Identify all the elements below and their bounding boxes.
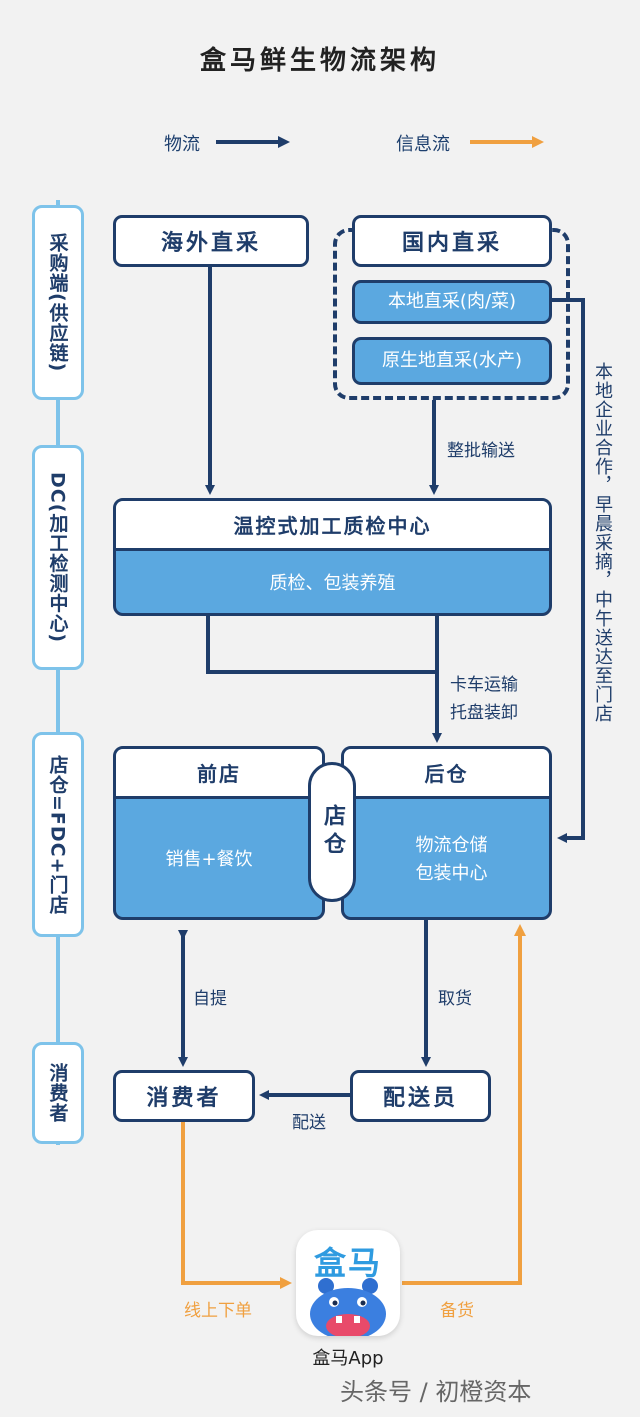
stage-dc-label: DC(加工检测中心) (46, 471, 69, 644)
rear-warehouse-body-line1: 物流仓储 (415, 834, 488, 856)
box-origin-direct: 原生地直采(水产) (352, 337, 552, 385)
arrow-consumer-to-app (181, 1122, 292, 1289)
legend-logistics-arrow (216, 136, 290, 148)
box-overseas-direct: 海外直采 (113, 215, 309, 267)
arrow-app-to-warehouse (402, 924, 526, 1285)
watermark: 头条号 / 初橙资本 (340, 1378, 532, 1406)
stage-dc: DC(加工检测中心) (32, 445, 84, 670)
store-warehouse-pill: 店仓 (308, 762, 356, 902)
dc-center-title: 温控式加工质检中心 (116, 501, 549, 551)
hippo-mascot-icon (310, 1278, 386, 1336)
stage-connector-line (56, 200, 60, 1145)
hema-app-icon[interactable]: 盒马 (296, 1230, 400, 1336)
rear-warehouse-body-line2: 包装中心 (415, 862, 488, 884)
stage-store: 店仓=FDC+门店 (32, 732, 84, 937)
label-local-cooperation: 本地企业合作，早晨采摘，中午送达至门店 (592, 362, 613, 723)
box-local-direct: 本地直采(肉/菜) (352, 280, 552, 324)
rear-warehouse-body: 物流仓储 包装中心 (344, 799, 549, 917)
box-consumer: 消费者 (113, 1070, 255, 1122)
stage-store-label: 店仓=FDC+门店 (46, 754, 69, 915)
front-store-title: 前店 (116, 749, 322, 799)
stage-sourcing-label: 采购端(供应链) (46, 232, 69, 373)
label-delivery: 配送 (292, 1113, 326, 1133)
store-warehouse-label: 店仓 (320, 804, 345, 860)
hema-app-icon-text: 盒马 (313, 1244, 382, 1282)
box-courier: 配送员 (350, 1070, 491, 1122)
label-online-order: 线上下单 (184, 1301, 252, 1321)
hema-app-name: 盒马App (312, 1348, 384, 1369)
rear-warehouse-title: 后仓 (344, 749, 549, 799)
label-self-pickup: 自提 (193, 989, 227, 1009)
rear-warehouse: 后仓 物流仓储 包装中心 (341, 746, 552, 920)
label-bulk-transport: 整批输送 (447, 441, 515, 461)
box-domestic-direct: 国内直采 (352, 215, 552, 267)
dc-center: 温控式加工质检中心 质检、包装养殖 (113, 498, 552, 616)
label-truck-transport: 卡车运输 (450, 675, 518, 695)
front-store: 前店 销售+餐饮 (113, 746, 325, 920)
label-pallet-loading: 托盘装卸 (450, 703, 518, 723)
stage-consumer-label: 消费者 (46, 1063, 69, 1123)
line-dc-merge (206, 616, 437, 674)
dc-center-body: 质检、包装养殖 (269, 572, 396, 594)
legend-information-label: 信息流 (396, 134, 450, 155)
stage-consumer: 消费者 (32, 1042, 84, 1144)
legend-information-arrow (470, 136, 544, 148)
label-stocking: 备货 (440, 1301, 474, 1321)
legend-logistics-label: 物流 (164, 134, 200, 155)
stage-sourcing: 采购端(供应链) (32, 205, 84, 400)
label-pickup: 取货 (438, 989, 472, 1009)
page-title: 盒马鲜生物流架构 (199, 46, 440, 76)
front-store-body: 销售+餐饮 (165, 848, 253, 870)
